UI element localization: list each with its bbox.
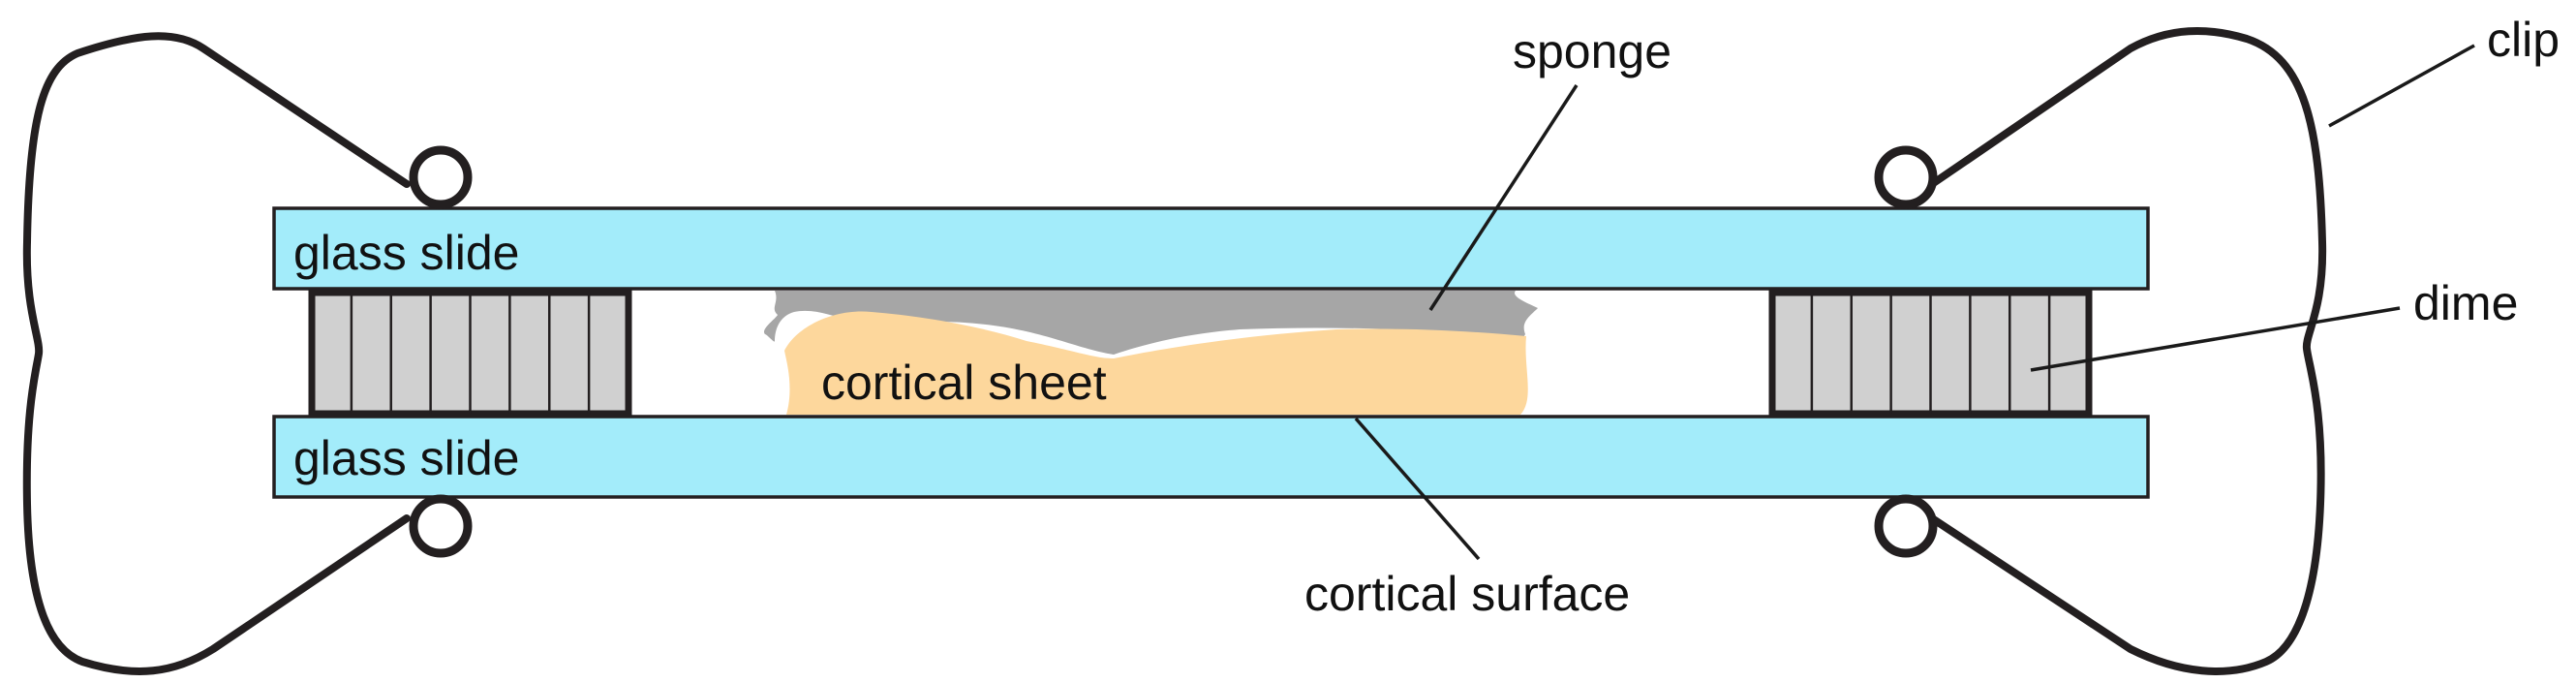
sponge-label: sponge [1513, 24, 1671, 78]
dime-left [308, 289, 632, 418]
clip-pivot-top-right [1874, 145, 1938, 209]
clip-pivot-bottom-left [409, 494, 473, 558]
dime-label: dime [2413, 276, 2518, 330]
cortical-sheet-shape [784, 311, 1528, 415]
glass-slide-bottom [272, 415, 2150, 499]
clip-pivot-bottom-right [1874, 494, 1938, 558]
clip-right-wire [1928, 26, 2327, 675]
sponge-leader-line [1428, 84, 1579, 311]
top-slide-label: glass slide [293, 226, 519, 280]
clip-label: clip [2487, 13, 2560, 67]
clip-left-wire [22, 32, 411, 675]
clip-leader-line [2328, 44, 2475, 128]
bottom-slide-label: glass slide [293, 431, 519, 485]
cortical-surface-leader-line [1354, 417, 1481, 561]
glass-slide-top [272, 206, 2150, 291]
sponge-shape [763, 291, 1538, 355]
cortical-sheet-label: cortical sheet [821, 356, 1107, 410]
dime-left-ridges [350, 293, 591, 414]
dime-right [1768, 289, 2093, 418]
cortical-surface-label: cortical surface [1304, 567, 1630, 621]
dime-right-ridges [1810, 293, 2051, 414]
clip-pivot-top-left [409, 145, 473, 209]
dime-leader-line [2030, 306, 2401, 372]
